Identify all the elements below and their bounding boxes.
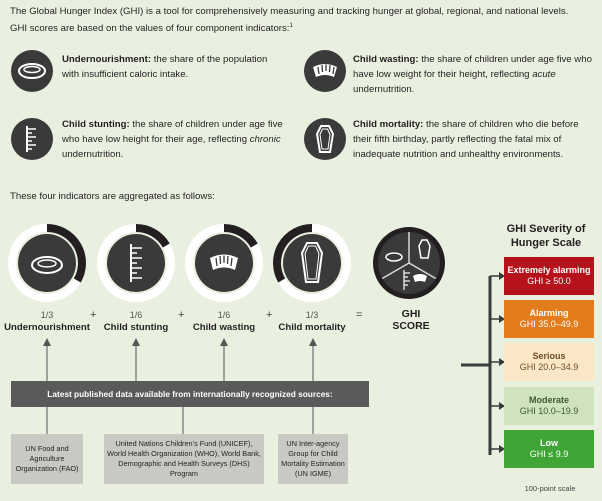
indicator-child-mortality: Child mortality: the share of children w…: [353, 117, 598, 162]
ghi-label-line2: SCORE: [392, 320, 430, 332]
source-un-igme: UN Inter-agency Group for Child Mortalit…: [278, 434, 348, 484]
undernourishment-label: Undernourishment: [4, 322, 90, 333]
severity-range: GHI 35.0–49.9: [519, 319, 579, 329]
intro-text: The Global Hunger Index (GHI) is a tool …: [10, 5, 595, 36]
indicator-title: Child wasting:: [353, 54, 419, 65]
scale-footer: 100-point scale: [524, 484, 576, 493]
undernourishment-weight: 1/3: [40, 310, 54, 320]
coffin-icon: [304, 118, 346, 160]
indicator-desc-end: undernutrition.: [62, 149, 124, 160]
indicator-desc: the share of children under age five who…: [62, 119, 283, 145]
equals-operator: =: [356, 309, 363, 321]
child-stunting-label: Child stunting: [103, 322, 169, 333]
plus-operator: +: [266, 309, 273, 321]
child-mortality-ring: [273, 224, 351, 302]
indicator-undernourishment: Undernourishment: the share of the popul…: [62, 52, 287, 82]
severity-name: Moderate: [528, 395, 569, 405]
bowl-icon: [31, 256, 63, 274]
indicator-title: Undernourishment:: [62, 54, 152, 65]
coffin-icon: [300, 242, 324, 283]
plus-operator: +: [178, 309, 185, 321]
ghi-score-label: GHI SCORE: [366, 308, 456, 332]
sources-banner: Latest published data available from int…: [11, 381, 369, 407]
severity-name: Extremely alarming: [507, 265, 591, 275]
ruler-icon: [11, 118, 53, 160]
indicator-title: Child mortality:: [353, 119, 424, 130]
indicator-desc-end: undernutrition.: [353, 84, 415, 95]
indicator-emphasis: acute: [532, 69, 556, 80]
scale-icon: [304, 50, 346, 92]
intro-line-1: The Global Hunger Index (GHI) is a tool …: [10, 6, 569, 17]
undernourishment-ring: [8, 224, 86, 302]
severity-range: GHI 10.0–19.9: [519, 406, 579, 416]
indicator-desc: the share of the population with insuffi…: [62, 54, 268, 80]
source-fao: UN Food and Agriculture Organization (FA…: [11, 434, 83, 484]
severity-name: Low: [540, 438, 558, 448]
child-wasting-ring: [185, 224, 263, 302]
child-mortality-weight: 1/3: [305, 310, 319, 320]
ghi-score-ring: [373, 227, 445, 299]
footnote-marker: 1: [289, 23, 293, 29]
child-wasting-weight: 1/6: [217, 310, 231, 320]
indicator-emphasis: chronic: [249, 134, 281, 145]
plus-operator: +: [90, 309, 97, 321]
scale-icon: [210, 254, 238, 270]
child-stunting-weight: 1/6: [129, 310, 143, 320]
child-wasting-label: Child wasting: [192, 322, 256, 333]
aggregation-caption: These four indicators are aggregated as …: [10, 191, 215, 202]
indicator-desc: the share of children under age five who…: [353, 54, 592, 80]
severity-range: GHI ≤ 9.9: [529, 449, 569, 459]
indicator-child-wasting: Child wasting: the share of children und…: [353, 52, 593, 97]
child-stunting-ring: [97, 224, 175, 302]
severity-name: Serious: [532, 351, 566, 361]
ghi-label-line1: GHI: [401, 308, 421, 320]
indicator-child-stunting: Child stunting: the share of children un…: [62, 117, 294, 162]
bowl-icon: [11, 50, 53, 92]
source-unicef-who-wb-dhs: United Nations Children’s Fund (UNICEF),…: [104, 434, 264, 484]
indicator-desc: the share of children who die before the…: [353, 119, 579, 160]
ruler-icon: [130, 244, 142, 282]
severity-range: GHI 20.0–34.9: [519, 362, 579, 372]
intro-line-2: GHI scores are based on the values of fo…: [10, 23, 290, 35]
child-mortality-label: Child mortality: [278, 322, 346, 333]
severity-name: Alarming: [529, 308, 569, 318]
severity-range: GHI ≥ 50.0: [527, 276, 571, 286]
indicator-title: Child stunting:: [62, 119, 130, 130]
scale-title: GHI Severity of Hunger Scale: [506, 223, 586, 249]
